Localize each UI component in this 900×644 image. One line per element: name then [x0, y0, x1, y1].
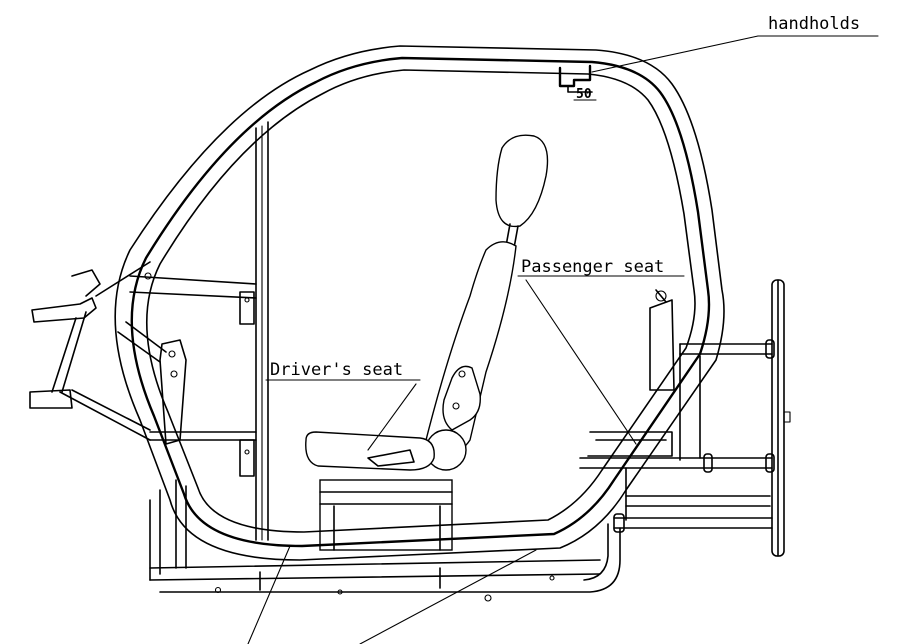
floor-frame [149, 523, 621, 602]
left-frame-structure [29, 261, 257, 581]
handhold [558, 64, 597, 101]
right-frame-structure [579, 279, 791, 557]
passenger-seat-label: Passenger seat [521, 257, 664, 277]
door-frame [114, 45, 725, 561]
leader-lines [247, 35, 879, 644]
driver-seat [305, 134, 549, 471]
door-pillar [255, 121, 269, 541]
seat-base [319, 479, 453, 551]
handholds-label: handholds [768, 14, 860, 34]
drivers-seat-label: Driver's seat [270, 360, 403, 380]
handle-mark-label: 50 [576, 87, 592, 102]
